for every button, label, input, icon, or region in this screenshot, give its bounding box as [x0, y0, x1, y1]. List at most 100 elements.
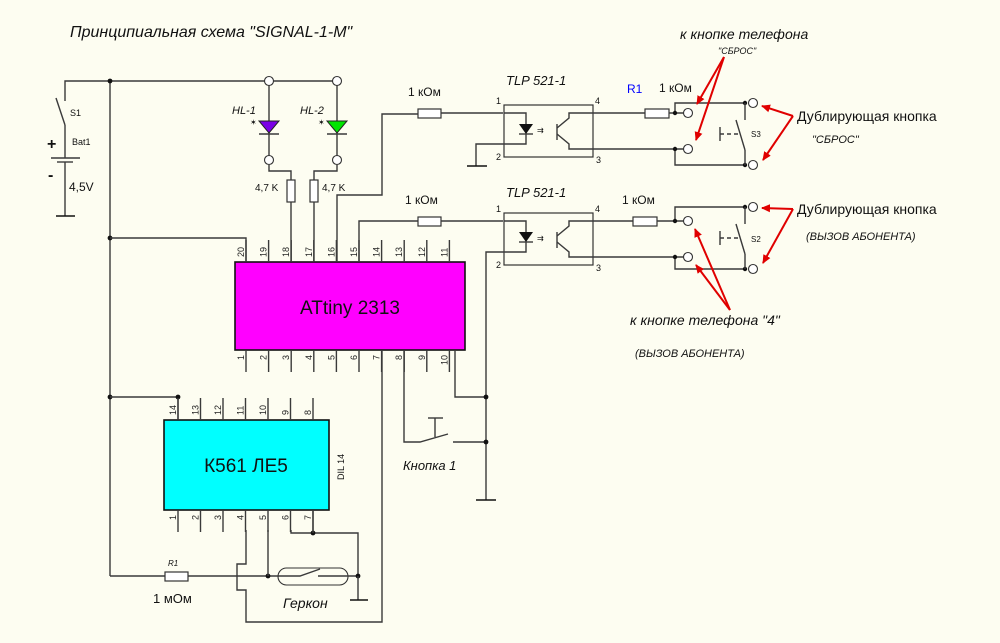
svg-text:4: 4: [595, 204, 600, 214]
switch-label: S1: [70, 108, 81, 118]
bottom-resistor-value: 1 мОм: [153, 591, 192, 606]
pin-number: 13: [191, 405, 201, 415]
svg-text:1: 1: [496, 204, 501, 214]
led-hl2-icon: [325, 120, 349, 134]
call-phone-button-sublabel: (ВЫЗОВ АБОНЕНТА): [635, 348, 745, 360]
terminal-icon: [747, 201, 759, 213]
pin-number: 16: [326, 247, 336, 257]
resistor-icon: [644, 108, 670, 119]
pin-number: 2: [259, 355, 269, 360]
mcu-label: ATtiny 2313: [300, 298, 400, 319]
terminal-icon: [682, 251, 694, 263]
reset-phone-button-sublabel: "СБРОС": [718, 46, 757, 56]
pin-number: 3: [281, 355, 291, 360]
resistor-icon: [309, 179, 319, 203]
svg-text:3: 3: [596, 263, 601, 273]
logic-ic-label: К561 ЛЕ5: [204, 456, 288, 477]
led1-resistor-label: 4,7 K: [255, 183, 279, 194]
pin-number: 4: [236, 515, 246, 520]
pin-number: 11: [439, 248, 449, 257]
pin-number: 18: [281, 247, 291, 257]
pin-number: 10: [258, 405, 268, 415]
resistor-icon: [164, 571, 189, 582]
opto2-label: TLP 521-1: [506, 185, 566, 200]
switch-s3-label: S3: [751, 130, 761, 139]
diagram-title: Принципиальная схема "SIGNAL-1-M": [70, 24, 354, 41]
pin-number: 15: [349, 247, 359, 257]
plus-sign: +: [47, 136, 56, 153]
logic-ic-body: [163, 419, 330, 511]
opto1-input-resistor-label: 1 кОм: [408, 85, 441, 99]
terminal-icon: [747, 159, 759, 171]
opto1-body: [503, 104, 594, 158]
terminal-icon: [682, 215, 694, 227]
led-hl2-label: HL-2: [300, 105, 324, 117]
resistor-icon: [417, 216, 442, 227]
minus-sign: -: [48, 167, 53, 184]
led-hl1-icon: [257, 120, 281, 134]
terminal-icon: [747, 97, 759, 109]
svg-text:4: 4: [595, 96, 600, 106]
pin-number: 1: [236, 355, 246, 360]
mcu-body: [234, 261, 466, 351]
terminal-icon: [682, 143, 694, 155]
pin-number: 7: [303, 515, 313, 520]
pin-number: 12: [417, 247, 427, 257]
svg-text:2: 2: [496, 152, 501, 162]
dup-button-2-sublabel: (ВЫЗОВ АБОНЕНТА): [806, 231, 916, 243]
svg-text:⇉: ⇉: [537, 234, 544, 243]
pin-number: 9: [281, 410, 291, 415]
logic-ic-package-label: DIL 14: [336, 454, 346, 480]
pin-number: 20: [236, 247, 246, 257]
opto1-output-resistor-label: 1 кОм: [659, 81, 692, 95]
resistor-icon: [417, 108, 442, 119]
pin-number: 11: [236, 406, 246, 415]
opto2-body: [503, 212, 594, 266]
power-section: S1 Bat1 + - 4,5V: [47, 78, 340, 576]
output-terminals: S3 S2: [672, 97, 761, 275]
resistor-icon: [286, 179, 296, 203]
optocoupler-2: TLP 521-1 1 кОм 1 2 4 3 ⇉ 1 кОм: [405, 185, 688, 501]
reed-section: R1 1 мОм Геркон: [110, 350, 383, 623]
opto1-r1-label: R1: [627, 82, 643, 96]
pin-number: 10: [439, 355, 449, 365]
pin-number: 9: [417, 355, 427, 360]
pin-number: 1: [168, 515, 178, 520]
svg-text:⇉: ⇉: [537, 126, 544, 135]
opto1-label: TLP 521-1: [506, 73, 566, 88]
pin-number: 5: [258, 515, 268, 520]
terminal-icon: [747, 263, 759, 275]
optocoupler-1: TLP 521-1 1 кОм 1 2 4 3 ⇉ R1 1 кОм: [408, 73, 692, 167]
call-phone-button-label: к кнопке телефона "4": [630, 312, 781, 328]
terminal-icon: [263, 75, 275, 87]
pin-number: 19: [259, 247, 269, 257]
dup-button-1-label: Дублирующая кнопка: [797, 108, 937, 124]
pin-number: 3: [213, 515, 223, 520]
pin-number: 5: [326, 355, 336, 360]
pin-number: 14: [372, 247, 382, 257]
svg-text:3: 3: [596, 155, 601, 165]
pin-number: 4: [304, 355, 314, 360]
pin-number: 17: [304, 247, 314, 257]
led-hl1-label: HL-1: [232, 105, 256, 117]
pin-number: 14: [168, 405, 178, 415]
svg-text:✶: ✶: [250, 118, 257, 127]
pin-number: 13: [394, 247, 404, 257]
led-section: ✶ ✶ HL-1 HL-2 4,7 K 4,7 K: [232, 75, 349, 262]
reed-switch-label: Геркон: [283, 595, 328, 611]
svg-text:2: 2: [496, 260, 501, 270]
svg-text:1: 1: [496, 96, 501, 106]
svg-text:✶: ✶: [318, 118, 325, 127]
bottom-resistor-name: R1: [168, 559, 178, 568]
terminal-icon: [263, 154, 275, 166]
dup-button-2-label: Дублирующая кнопка: [797, 201, 937, 217]
pin-number: 6: [349, 355, 359, 360]
switch-s1-icon: [55, 97, 66, 126]
led2-resistor-label: 4,7 K: [322, 183, 346, 194]
voltage-label: 4,5V: [69, 180, 94, 194]
pin-number: 8: [394, 355, 404, 360]
annotations: к кнопке телефона "СБРОС" Дублирующая кн…: [630, 26, 937, 360]
pin-number: 8: [303, 410, 313, 415]
